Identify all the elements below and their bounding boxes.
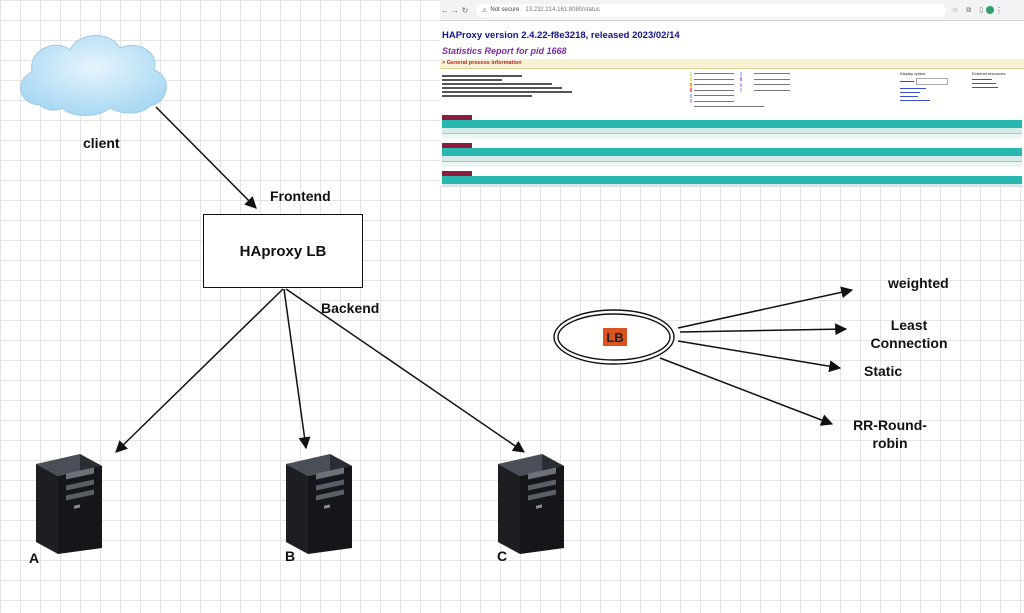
algorithm-static: Static [864, 363, 903, 379]
haproxy-version-title: HAProxy version 2.4.22-f8e3218, released… [442, 30, 680, 41]
arrow-static [677, 340, 842, 373]
process-info-block: Display option: External resources: [440, 69, 1024, 111]
arrow-least-connection [679, 323, 848, 336]
server-b-icon [286, 454, 352, 554]
server-a-icon [36, 454, 102, 554]
not-secure-label: Not secure [490, 7, 520, 13]
server-c-icon [498, 454, 564, 554]
haproxy-lb-box: HAproxy LB [203, 214, 363, 288]
reload-icon[interactable]: ↻ [461, 5, 469, 15]
algorithm-least-connection: Least Connection [864, 316, 954, 352]
arrow-round-robin [659, 357, 834, 426]
back-icon[interactable]: ← [441, 5, 449, 15]
algorithm-weighted: weighted [888, 275, 949, 291]
frontend-label: Frontend [270, 188, 331, 204]
proxy-table-2 [440, 143, 1024, 167]
backend-label: Backend [321, 300, 380, 316]
external-resources-label: External resources: [972, 71, 1007, 76]
browser-toolbar: ← → ↻ ⚠ Not secure 13.232.214.161:8080/s… [440, 0, 1024, 21]
rr-line2: robin [872, 435, 908, 451]
sidebar-icon[interactable]: ▯ [979, 6, 987, 14]
warning-icon: ⚠ [482, 7, 488, 14]
scope-input[interactable] [916, 78, 948, 85]
haproxy-stats-screenshot: ← → ↻ ⚠ Not secure 13.232.214.161:8080/s… [440, 0, 1024, 187]
server-c-label: C [497, 548, 508, 564]
proxy-table-1 [440, 115, 1024, 139]
toolbar-icons: ☆ ⧉ ▯ [952, 6, 986, 15]
stats-report-subtitle: Statistics Report for pid 1668 [442, 46, 567, 56]
forward-icon[interactable]: → [451, 5, 459, 15]
address-bar[interactable]: ⚠ Not secure 13.232.214.161:8080/status [476, 3, 946, 17]
arrow-weighted [677, 286, 854, 329]
client-to-lb-arrow [155, 106, 257, 209]
least-line1: Least [890, 317, 928, 333]
menu-icon[interactable]: ⋮ [995, 5, 1004, 15]
display-option-label: Display option: [900, 71, 927, 76]
avatar[interactable] [986, 6, 995, 14]
client-label: client [83, 135, 120, 151]
least-line2: Connection [870, 335, 948, 351]
extensions-icon[interactable]: ⧉ [966, 6, 975, 14]
lb-to-server-c-arrow [285, 288, 525, 453]
algorithm-round-robin: RR-Round- robin [845, 416, 935, 452]
star-icon[interactable]: ☆ [952, 6, 962, 14]
lb-oval-label: LB [603, 328, 627, 346]
status-legend [690, 71, 790, 110]
cloud-icon [20, 35, 167, 116]
external-resources: External resources: [972, 71, 1006, 88]
display-option: Display option: [900, 71, 948, 101]
server-b-label: B [285, 548, 296, 564]
rr-line1: RR-Round- [853, 417, 927, 433]
lb-to-server-b-arrow [283, 288, 311, 450]
general-process-info-header: > General process information [440, 59, 1024, 69]
proxy-table-3 [440, 171, 1024, 186]
haproxy-lb-label: HAproxy LB [239, 242, 327, 260]
lb-to-server-a-arrow [115, 288, 284, 453]
server-a-label: A [29, 550, 40, 566]
url-text: 13.232.214.161:8080/status [525, 7, 600, 13]
